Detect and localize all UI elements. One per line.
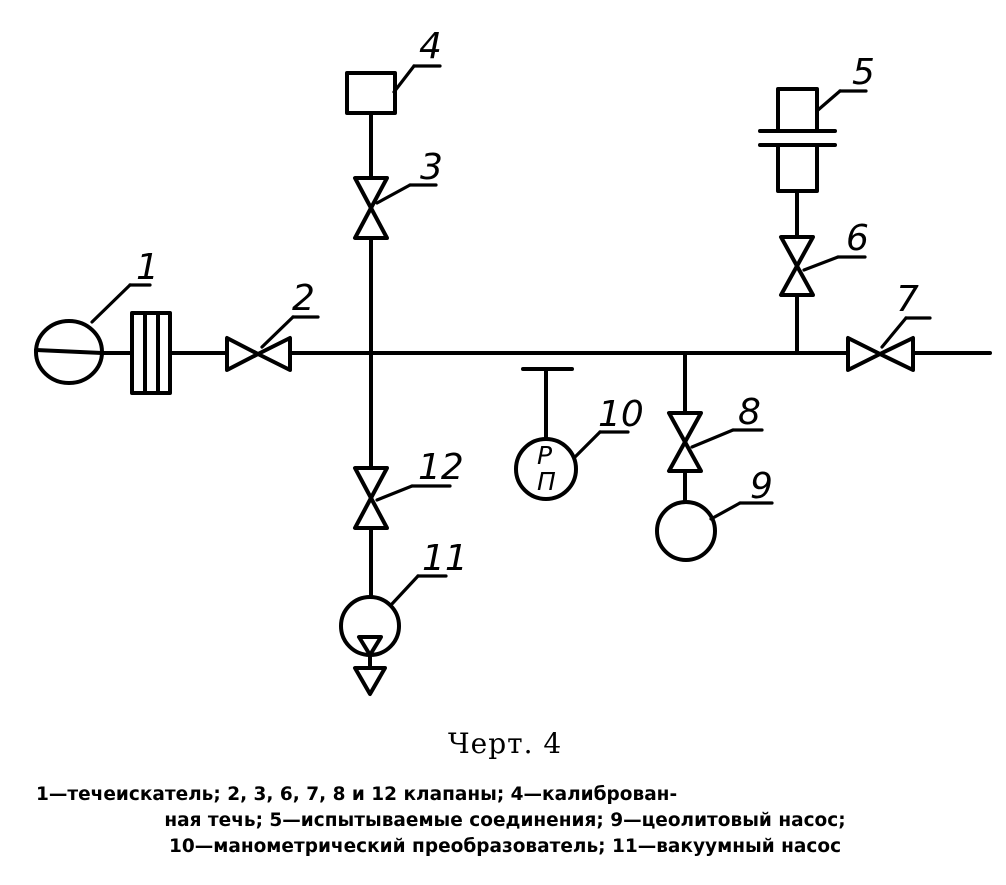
gauge-10 xyxy=(514,367,630,501)
label-5: 5 xyxy=(852,52,875,93)
valve-7 xyxy=(846,316,932,372)
figure-legend: 1—течеискатель; 2, 3, 6, 7, 8 и 12 клапа… xyxy=(30,782,980,860)
gauge-n-label: П xyxy=(537,467,556,496)
zeolite-pump-9 xyxy=(655,500,774,562)
label-4: 4 xyxy=(419,26,442,67)
label-6: 6 xyxy=(846,218,869,259)
label-9: 9 xyxy=(750,466,773,507)
label-8: 8 xyxy=(738,392,761,433)
figure-caption-title: Черт. 4 xyxy=(448,727,563,760)
calibrated-leak-4 xyxy=(345,64,442,115)
legend-line-2: ная течь; 5—испытываемые соединения; 9—ц… xyxy=(164,810,846,831)
tested-connection-5 xyxy=(758,87,868,193)
valve-3 xyxy=(353,176,438,240)
label-3: 3 xyxy=(420,147,443,188)
vacuum-scheme-diagram: 1 2 3 4 5 6 7 8 9 10 11 12 P П xyxy=(34,26,992,696)
gauge-p-label: P xyxy=(537,441,553,470)
label-2: 2 xyxy=(292,278,315,319)
label-7: 7 xyxy=(896,279,919,320)
vacuum-pump-11 xyxy=(339,574,448,696)
label-12: 12 xyxy=(418,447,464,488)
label-1: 1 xyxy=(136,247,159,288)
label-11: 11 xyxy=(422,538,468,579)
legend-line-1: 1—течеискатель; 2, 3, 6, 7, 8 и 12 клапа… xyxy=(36,784,678,805)
valve-12 xyxy=(353,466,452,530)
legend-line-3: 10—манометрический преобразователь; 11—в… xyxy=(168,836,842,857)
leak-detector-1 xyxy=(34,283,229,395)
label-10: 10 xyxy=(598,394,644,435)
valve-8 xyxy=(667,411,764,473)
valve-2 xyxy=(225,315,320,372)
